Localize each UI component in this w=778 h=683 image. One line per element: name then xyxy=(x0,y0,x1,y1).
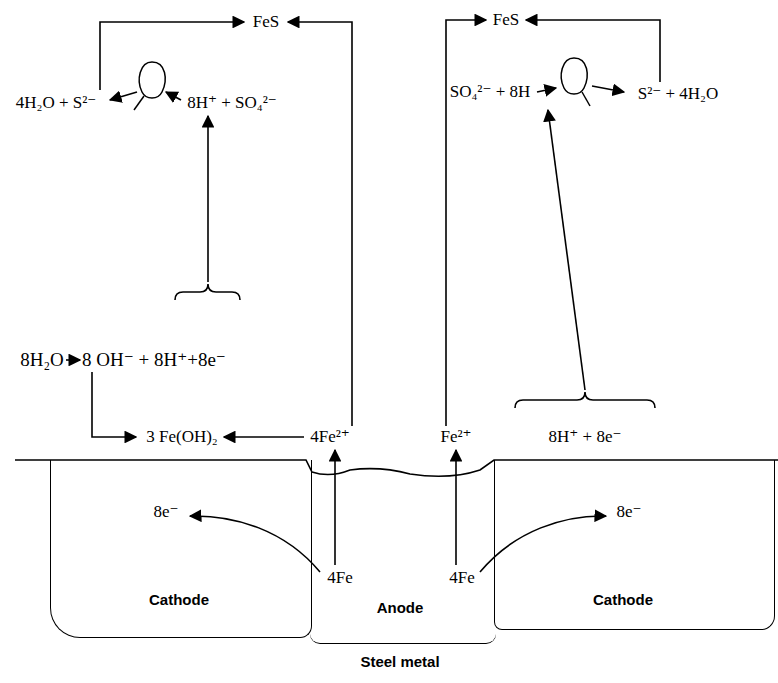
reaction-arrow xyxy=(526,20,660,82)
brace xyxy=(175,284,240,300)
reaction-arrow xyxy=(110,92,137,100)
reaction-arrow xyxy=(224,436,304,438)
reaction-label: 8H⁺ + SO₄²⁻ xyxy=(187,94,277,113)
reaction-arrow xyxy=(66,359,80,361)
reaction-arrow xyxy=(455,450,457,565)
product-label: FeS xyxy=(493,11,519,30)
reaction-arrow xyxy=(207,116,209,282)
bacterium xyxy=(561,58,590,106)
region-label: Cathode xyxy=(149,592,209,609)
caption-label: Steel metal xyxy=(360,654,439,671)
product-label: FeS xyxy=(253,13,279,32)
electron-arrow xyxy=(480,516,606,572)
metal-region: 8e⁻ Cathode xyxy=(494,460,775,630)
reaction-arrow xyxy=(537,88,556,92)
reaction-label: SO₄²⁻ + 8H xyxy=(450,83,531,102)
product-label: 3 Fe(OH)₂ xyxy=(146,428,218,447)
reaction-label: S²⁻ + 4H₂O xyxy=(638,85,719,104)
brace xyxy=(515,392,655,408)
reaction-label: 4H₂O + S²⁻ xyxy=(16,94,97,113)
region-label: Anode xyxy=(377,600,424,617)
bacterium xyxy=(134,62,165,110)
reaction-arrow xyxy=(288,22,352,426)
ion-label: Fe²⁺ xyxy=(440,428,471,447)
metal-region: 8e⁻ Cathode xyxy=(50,460,312,638)
reaction-arrow xyxy=(92,372,136,437)
region-label: Cathode xyxy=(593,592,653,609)
reaction-arrow xyxy=(334,450,336,565)
steel-surface xyxy=(15,460,778,476)
reaction-arrow xyxy=(446,20,486,426)
electron-label: 8e⁻ xyxy=(153,503,178,522)
electron-label: 8e⁻ xyxy=(616,503,641,522)
iron-label: 4Fe xyxy=(449,569,475,588)
reaction-label: 8 OH⁻ + 8H⁺+8e⁻ xyxy=(82,350,226,371)
reaction-arrow xyxy=(548,110,585,390)
metal-region: 4Fe 4FeAnode xyxy=(310,472,496,644)
ion-label: 8H⁺ + 8e⁻ xyxy=(549,428,622,447)
reaction-arrow xyxy=(592,86,624,92)
reaction-label: 8H₂O xyxy=(20,350,64,371)
reaction-arrow xyxy=(100,22,244,90)
ion-label: 4Fe²⁺ xyxy=(310,428,350,447)
electron-arrow xyxy=(190,516,320,572)
iron-label: 4Fe xyxy=(327,569,353,588)
reaction-arrow xyxy=(166,92,181,100)
